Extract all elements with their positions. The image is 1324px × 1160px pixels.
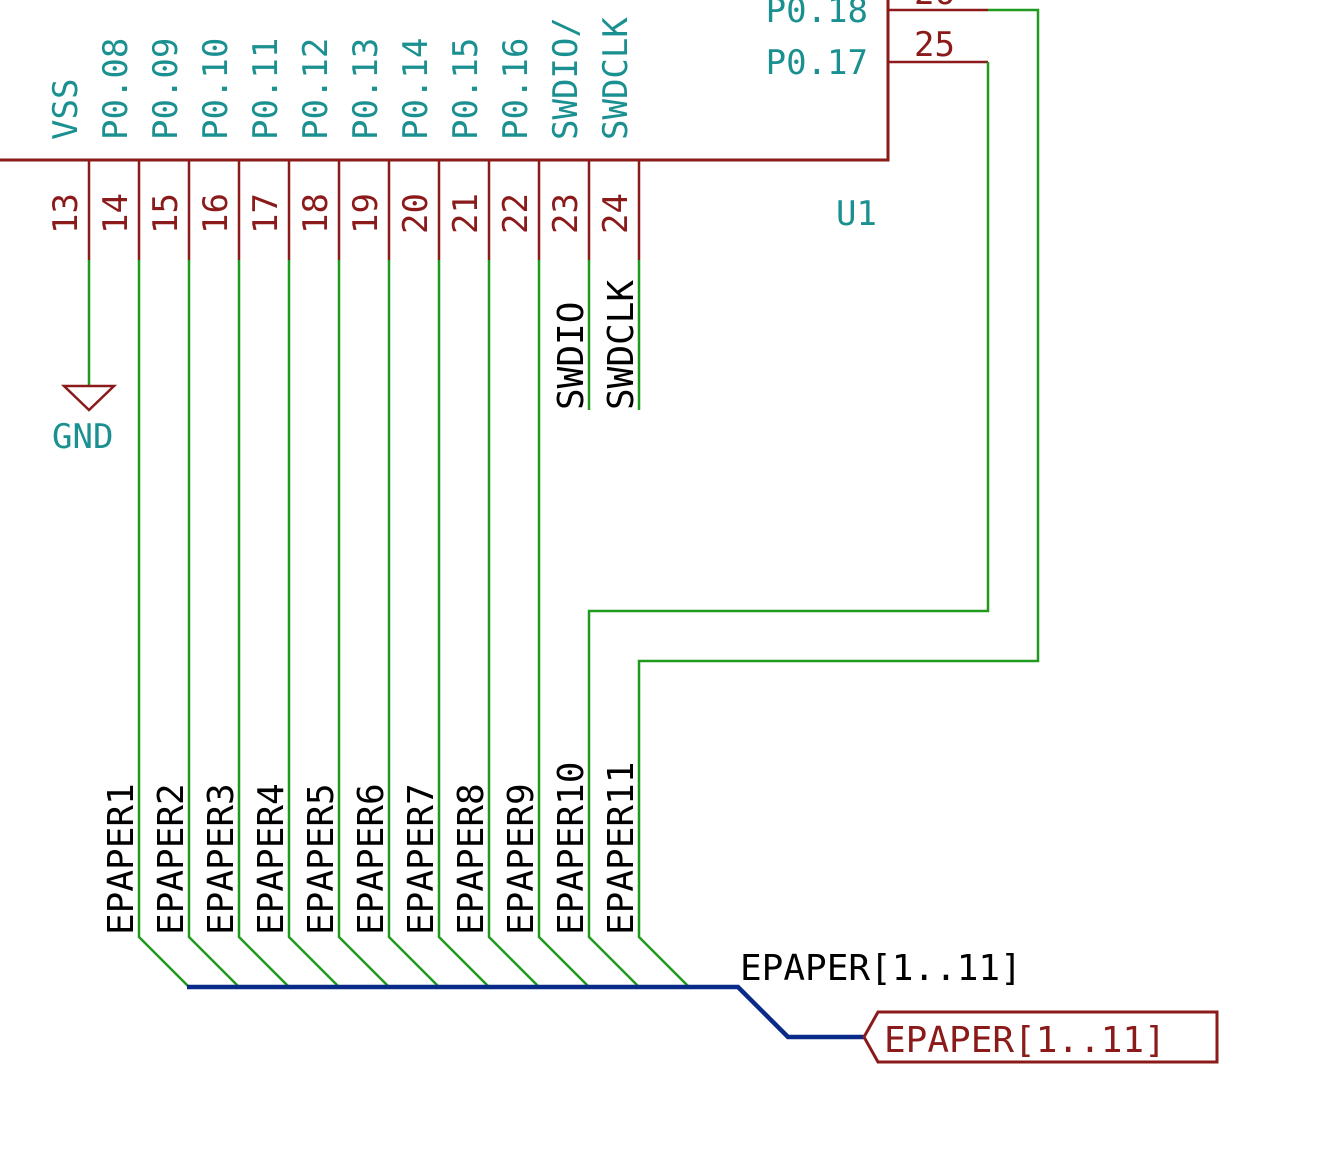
wire-epaper5[interactable]	[337, 260, 390, 988]
gnd-label: GND	[52, 417, 113, 457]
wire-epaper2[interactable]	[187, 260, 240, 988]
pin-22-name: P0.16	[496, 38, 536, 140]
global-label-outline	[862, 1010, 1219, 1064]
pin-26-name: P0.18	[766, 0, 868, 31]
wire-epaper6[interactable]	[387, 260, 440, 988]
wire-epaper11[interactable]	[637, 8, 1040, 988]
ic-body-outline	[0, 0, 890, 162]
label-epaper3: EPAPER3	[201, 783, 242, 935]
pin-18-name: P0.12	[296, 38, 336, 140]
wire-epaper3[interactable]	[237, 260, 290, 988]
wire-epaper8[interactable]	[487, 260, 540, 988]
wire-epaper7[interactable]	[437, 260, 490, 988]
pin-13-number: 13	[46, 193, 86, 234]
pin-19-name: P0.13	[346, 38, 386, 140]
gnd-triangle-icon	[60, 384, 118, 412]
pin-23-number: 23	[546, 193, 586, 234]
wire-epaper9[interactable]	[537, 260, 590, 988]
pin-21-name: P0.15	[446, 38, 486, 140]
gnd-power-symbol[interactable]: GND	[52, 384, 118, 457]
pin-19-number: 19	[346, 193, 386, 234]
pin-14-name: P0.08	[96, 38, 136, 140]
pin-26-number: 26	[914, 0, 955, 13]
label-epaper10: EPAPER10	[551, 762, 592, 935]
component-reference: U1	[836, 194, 877, 234]
label-swdio: SWDIO	[551, 302, 592, 410]
label-epaper5: EPAPER5	[301, 783, 342, 935]
pin-20-number: 20	[396, 193, 436, 234]
pin-22-number: 22	[496, 193, 536, 234]
pin-20-name: P0.14	[396, 38, 436, 140]
pin-13-name: VSS	[46, 79, 86, 140]
pin-15-name: P0.09	[146, 38, 186, 140]
pin-14-number: 14	[96, 193, 136, 234]
label-epaper2: EPAPER2	[151, 783, 192, 935]
pin-24-number: 24	[596, 193, 636, 234]
pin-16-name: P0.10	[196, 38, 236, 140]
wire-epaper10[interactable]	[587, 62, 990, 988]
pin-15-number: 15	[146, 193, 186, 234]
label-epaper7: EPAPER7	[401, 783, 442, 935]
pin-23-name: SWDIO/	[546, 17, 586, 140]
bottom-pin-group: VSS 13 P0.08 14 P0.09 15 P0.10 16 P0.11 17 P0.12 18…	[46, 17, 641, 260]
epaper-bus[interactable]	[187, 984, 864, 1040]
pin-17-number: 17	[246, 193, 286, 234]
pin-18-number: 18	[296, 193, 336, 234]
wire-group	[87, 8, 1040, 988]
label-epaper11: EPAPER11	[601, 762, 642, 935]
pin-17-name: P0.11	[246, 38, 286, 140]
bus-label: EPAPER[1..11]	[740, 948, 1022, 989]
wire-epaper1[interactable]	[137, 260, 190, 988]
label-epaper4: EPAPER4	[251, 783, 292, 935]
wire-epaper4[interactable]	[287, 260, 340, 988]
global-label-text: EPAPER[1..11]	[884, 1020, 1166, 1061]
pin-25-number: 25	[914, 25, 955, 65]
label-epaper1: EPAPER1	[101, 783, 142, 935]
pin-21-number: 21	[446, 193, 486, 234]
label-epaper6: EPAPER6	[351, 783, 392, 935]
label-swdclk: SWDCLK	[601, 280, 642, 410]
pin-24-name: SWDCLK	[596, 17, 636, 140]
label-epaper9: EPAPER9	[501, 783, 542, 935]
pin-16-number: 16	[196, 193, 236, 234]
right-pin-group: P0.18 26P0.17 25	[766, 0, 988, 83]
label-epaper8: EPAPER8	[451, 783, 492, 935]
pin-25-name: P0.17	[766, 43, 868, 83]
global-label[interactable]: EPAPER[1..11]	[862, 1010, 1219, 1064]
